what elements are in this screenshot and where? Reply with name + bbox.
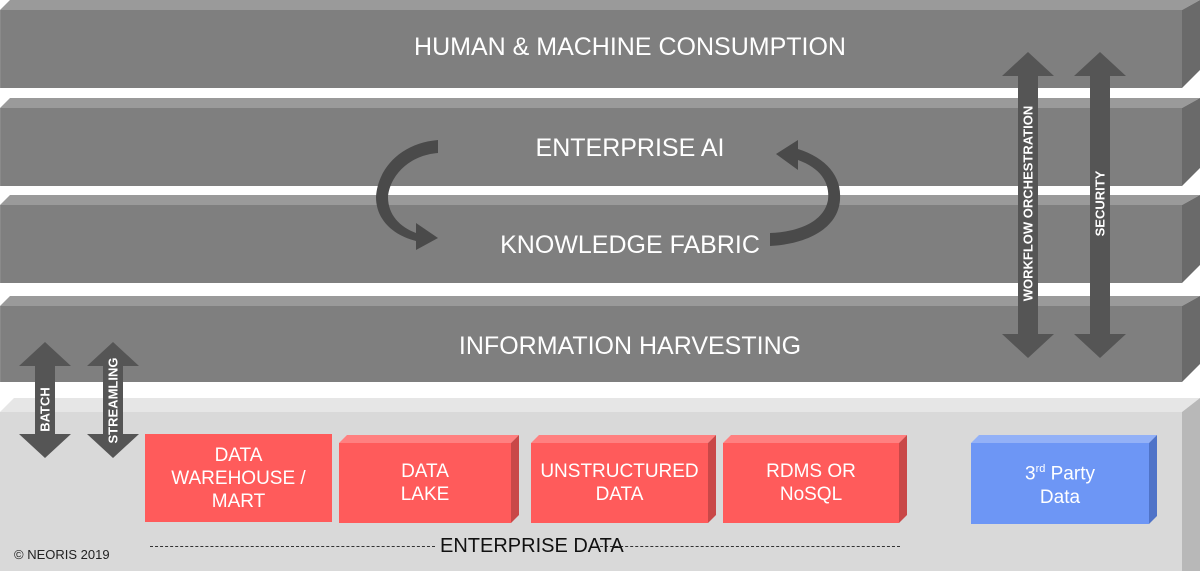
base-side-bevel — [1182, 398, 1200, 571]
source-face: RDMS OR NoSQL — [723, 443, 899, 523]
layer-top-bevel — [0, 296, 1200, 306]
layer-top-bevel — [0, 98, 1200, 108]
layer-side-bevel — [1182, 296, 1200, 382]
source-label-line1: UNSTRUCTURED — [540, 461, 699, 482]
workflow-orchestration-label: WORKFLOW ORCHESTRATION — [1020, 105, 1036, 302]
source-label-line2: WAREHOUSE / — [171, 467, 306, 489]
layer-side-bevel — [1182, 98, 1200, 186]
layer-label-enterprise-ai: ENTERPRISE AI — [535, 134, 725, 162]
layer-top-bevel — [0, 195, 1200, 205]
enterprise-data-label: ENTERPRISE DATA — [440, 535, 624, 557]
layer-knowledge-fabric: KNOWLEDGE FABRIC — [0, 195, 1200, 283]
source-face: UNSTRUCTURED DATA — [531, 443, 708, 523]
layer-enterprise-ai: ENTERPRISE AI — [0, 98, 1200, 186]
layer-side-bevel — [1182, 195, 1200, 283]
layer-face — [0, 108, 1182, 186]
source-unstructured-data: UNSTRUCTURED DATA — [531, 435, 716, 523]
source-label-line1: DATA — [214, 444, 263, 466]
third-party-label-line1: 3rd Party — [1025, 463, 1095, 485]
source-label-line3: MART — [211, 490, 266, 512]
workflow-orchestration-arrow-icon — [1002, 52, 1054, 358]
security-label: SECURITY — [1092, 170, 1108, 237]
layer-label-harvesting: INFORMATION HARVESTING — [458, 332, 802, 360]
streaming-label: STREAMLING — [105, 357, 121, 444]
source-face: DATA WAREHOUSE / MART — [145, 434, 332, 522]
source-side-bevel — [1149, 435, 1157, 524]
layer-information-harvesting: INFORMATION HARVESTING — [0, 296, 1200, 382]
layer-human-machine-consumption: HUMAN & MACHINE CONSUMPTION — [0, 0, 1200, 88]
source-top-bevel — [531, 435, 716, 443]
source-side-bevel — [899, 435, 907, 523]
base-dashed-line-left — [150, 546, 435, 547]
base-dashed-line-right — [600, 546, 900, 547]
source-label-line2: NoSQL — [779, 484, 843, 505]
batch-arrow-icon — [19, 342, 71, 458]
source-side-bevel — [708, 435, 716, 523]
source-top-bevel — [339, 435, 519, 443]
source-top-bevel — [971, 435, 1157, 443]
third-party-label-line2: Data — [1039, 486, 1081, 508]
source-face: DATA LAKE — [339, 443, 511, 523]
batch-label: BATCH — [37, 387, 53, 432]
layer-label-knowledge-fabric: KNOWLEDGE FABRIC — [500, 231, 760, 259]
cycle-arrow-left-icon — [376, 140, 438, 250]
source-data-lake: DATA LAKE — [339, 435, 519, 523]
security-arrow-icon — [1074, 52, 1126, 358]
source-third-party-data: 3rd Party Data — [971, 435, 1157, 524]
layer-top-bevel — [0, 0, 1200, 10]
copyright-text: © NEORIS 2019 — [14, 547, 110, 562]
source-label-line1: RDMS OR — [766, 461, 856, 482]
layer-face — [0, 10, 1182, 88]
layer-face — [0, 205, 1182, 283]
base-top-bevel — [0, 398, 1200, 412]
streaming-arrow-icon — [87, 342, 139, 458]
layer-label-consumption: HUMAN & MACHINE CONSUMPTION — [414, 33, 846, 61]
source-label-line2: DATA — [595, 484, 644, 505]
source-face: 3rd Party Data — [971, 443, 1149, 524]
source-data-warehouse: DATA WAREHOUSE / MART — [145, 434, 332, 522]
layer-face — [0, 306, 1182, 382]
cycle-arrow-right-icon — [770, 140, 841, 246]
source-rdms-nosql: RDMS OR NoSQL — [723, 435, 907, 523]
source-label-line2: LAKE — [400, 484, 450, 505]
layer-side-bevel — [1182, 0, 1200, 88]
source-top-bevel — [723, 435, 907, 443]
source-label-line1: DATA — [401, 461, 449, 482]
source-side-bevel — [511, 435, 519, 523]
